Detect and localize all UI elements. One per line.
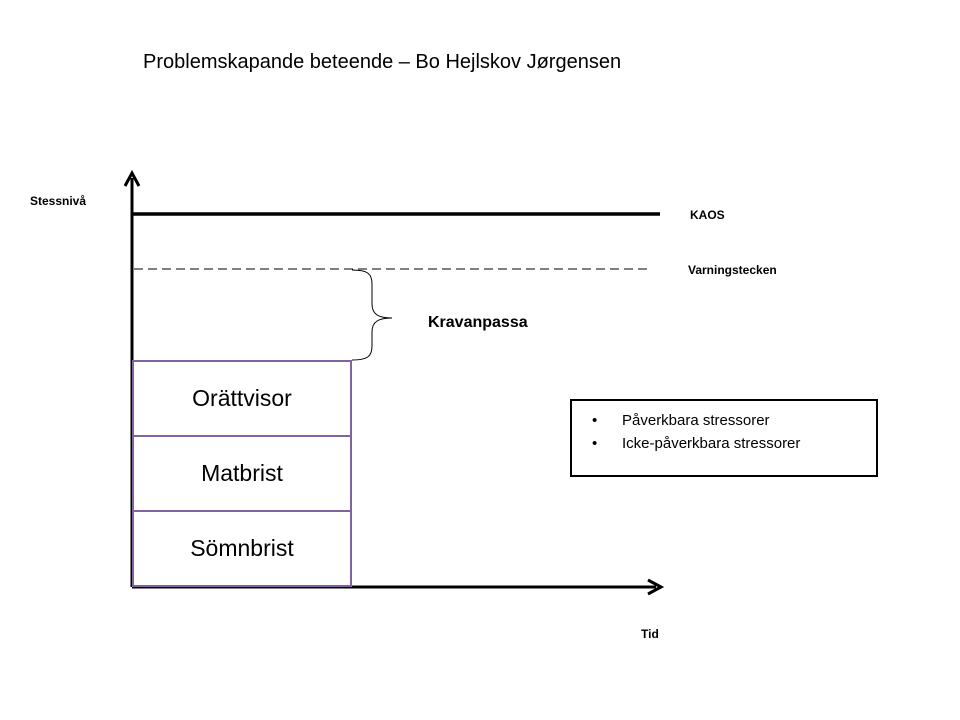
legend-item: • Icke-påverkbara stressorer [592,432,876,455]
legend-box: • Påverkbara stressorer • Icke-påverkbar… [570,399,878,477]
stressor-stack: Orättvisor Matbrist Sömnbrist [132,360,352,587]
legend-item-label: Påverkbara stressorer [622,412,770,429]
y-axis-label: Stessnivå [30,194,87,208]
diagram-title: Problemskapande beteende – Bo Hejlskov J… [143,51,622,73]
x-axis-arrowhead [647,578,665,596]
bullet-icon: • [592,435,598,452]
bullet-icon: • [592,412,598,429]
legend-list: • Påverkbara stressorer • Icke-påverkbar… [592,409,876,455]
y-axis-arrowhead [123,169,141,187]
stack-block: Orättvisor [134,362,350,437]
stack-block: Sömnbrist [190,535,294,561]
chaos-label: KAOS [690,208,725,222]
brace-label: Kravanpassa [428,314,528,331]
stack-block: Matbrist [134,437,350,512]
legend-item-label: Icke-påverkbara stressorer [622,435,801,452]
x-axis-label: Tid [641,627,659,641]
brace-icon [351,269,393,361]
legend-item: • Påverkbara stressorer [592,409,876,432]
warning-label: Varningstecken [688,263,777,277]
